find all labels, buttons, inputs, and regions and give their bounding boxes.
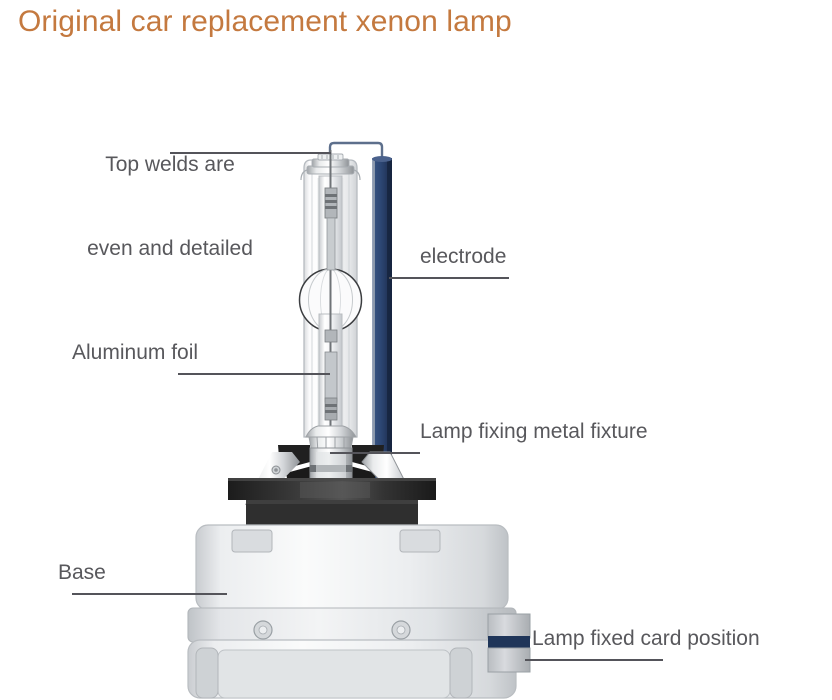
leader-lamp-fixed-card-position [525, 659, 663, 661]
metal-flange-plate [228, 478, 436, 528]
callout-lamp-fixed-card-position: Lamp fixed card position [532, 627, 760, 650]
callout-base: Base [58, 561, 106, 584]
lamp-fixing-metal-fixture [245, 445, 418, 507]
leader-top-welds [170, 152, 331, 154]
callout-top-welds: Top welds are even and detailed [45, 95, 295, 319]
callout-top-welds-line1: Top welds are [105, 153, 235, 176]
page-title: Original car replacement xenon lamp [18, 5, 512, 38]
top-weld-assembly [300, 153, 361, 181]
leader-lamp-fixing-metal-fixture [330, 452, 420, 454]
callout-lamp-fixing-metal-fixture: Lamp fixing metal fixture [420, 420, 648, 443]
lamp-pinch-seal [305, 425, 357, 454]
leader-aluminum-foil [178, 373, 330, 375]
leader-base [72, 593, 227, 595]
glass-envelope [303, 159, 358, 438]
plastic-base [187, 524, 517, 699]
inner-arc-tube [298, 150, 363, 437]
blue-strip-group [328, 141, 392, 624]
callout-electrode: electrode [420, 245, 507, 268]
callout-top-welds-line2: even and detailed [87, 237, 253, 260]
callout-aluminum-foil: Aluminum foil [72, 341, 199, 364]
lamp-fixed-card-tab [487, 613, 531, 673]
leader-electrode [389, 277, 509, 279]
